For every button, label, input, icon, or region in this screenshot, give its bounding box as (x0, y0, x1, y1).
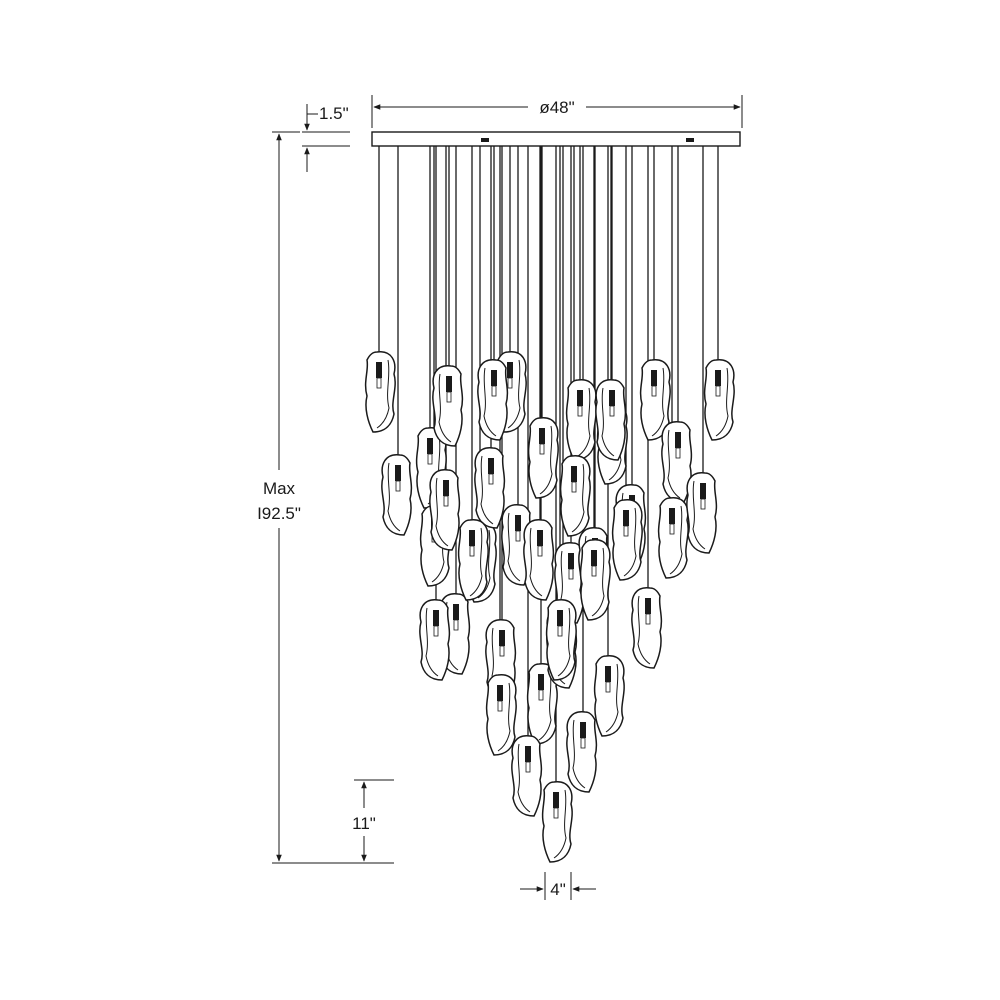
pendants-group (364, 351, 735, 863)
socket-37 (591, 550, 597, 566)
socket-10 (515, 515, 521, 531)
shade-height-dimension: 11" (352, 779, 394, 862)
pendant-shade-11 (527, 417, 559, 499)
shade-width-dimension: 4" (520, 872, 596, 900)
pendant-shade-24 (631, 587, 663, 669)
socket-25 (605, 666, 611, 682)
socket-29 (497, 685, 503, 701)
canopy (371, 131, 741, 147)
canopy-height-dimension: 1.5" (302, 104, 350, 172)
socket-2 (395, 465, 401, 481)
socket-36 (443, 480, 449, 496)
pendant-shade-21 (657, 497, 689, 579)
pendant-shade-38 (477, 359, 509, 441)
socket-3 (427, 438, 433, 454)
pendant-shade-15 (559, 455, 591, 537)
pendant-shade-37 (579, 539, 611, 621)
pendant-shade-8 (474, 447, 506, 529)
pendant-shade-10 (501, 504, 533, 586)
pendant-shade-31 (541, 781, 573, 863)
socket-20 (675, 432, 681, 448)
socket-35 (469, 530, 475, 546)
pendant-shade-32 (419, 599, 451, 681)
pendant-shade-23 (703, 359, 735, 441)
socket-30 (525, 746, 531, 762)
socket-26 (580, 722, 586, 738)
pendant-shade-22 (686, 472, 718, 554)
socket-38 (491, 370, 497, 386)
socket-22 (700, 483, 706, 499)
pendant-shade-30 (511, 735, 543, 817)
socket-27 (538, 674, 544, 690)
pendant-shade-2 (381, 454, 413, 536)
socket-12 (499, 630, 505, 646)
socket-40 (609, 390, 615, 406)
pendant-shade-4 (432, 365, 464, 447)
socket-11 (539, 428, 545, 444)
pendant-shade-25 (593, 655, 625, 737)
socket-21 (669, 508, 675, 524)
socket-9 (507, 362, 513, 378)
shade-height-label: 11" (352, 814, 376, 833)
socket-39 (557, 610, 563, 626)
socket-13 (577, 390, 583, 406)
pendant-shade-39 (545, 599, 577, 681)
socket-24 (645, 598, 651, 614)
max-height-label-line1: Max (263, 479, 296, 498)
socket-1 (376, 362, 382, 378)
socket-4 (446, 376, 452, 392)
canopy-height-label: 1.5" (319, 104, 349, 123)
socket-34 (537, 530, 543, 546)
diameter-label: ø48" (539, 98, 574, 117)
pendant-shade-29 (485, 674, 517, 756)
socket-23 (715, 370, 721, 386)
diameter-dimension: ø48" (371, 95, 743, 128)
pendant-shade-36 (429, 469, 461, 551)
socket-19 (651, 370, 657, 386)
socket-33 (623, 510, 629, 526)
pendant-shade-35 (457, 519, 489, 601)
socket-14 (568, 553, 574, 569)
pendant-shade-13 (565, 379, 597, 461)
max-height-label-line2: I92.5" (257, 504, 301, 523)
pendant-shade-1 (364, 351, 396, 433)
socket-15 (571, 466, 577, 482)
socket-31 (553, 792, 559, 808)
shade-width-label: 4" (550, 880, 566, 899)
socket-32 (433, 610, 439, 626)
socket-8 (488, 458, 494, 474)
pendant-shade-40 (595, 379, 627, 461)
socket-6 (453, 604, 459, 620)
pendant-shade-34 (523, 519, 555, 601)
max-height-dimension: Max I92.5" (257, 131, 394, 864)
pendant-shade-19 (639, 359, 671, 441)
pendant-shade-26 (566, 711, 598, 793)
pendant-shade-33 (611, 499, 643, 581)
